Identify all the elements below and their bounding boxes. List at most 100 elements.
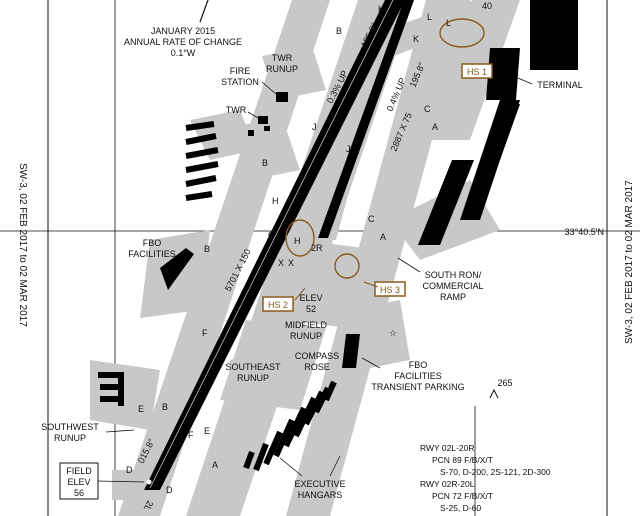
- runway-info-block: RWY 02L-20R PCN 89 F/B/X/T S-70, D-200, …: [420, 443, 551, 513]
- taxiway-label: B: [262, 158, 268, 168]
- southwest-runup-leader: [105, 429, 135, 433]
- elev-2r-label-2: 52: [306, 304, 316, 314]
- south-ron-leader: [397, 257, 421, 273]
- taxiway-label: E: [204, 426, 210, 436]
- magvar-arrow: [199, 0, 209, 23]
- fbo-left-label-2: FACILITIES: [128, 249, 176, 259]
- runway-info-line: PCN 89 F/B/X/T: [432, 455, 493, 465]
- exec-hangars-label-1: EXECUTIVE: [294, 479, 345, 489]
- hotspot-ring-1: [439, 18, 485, 48]
- southwest-runup-label-2: RUNUP: [54, 433, 86, 443]
- taxiway-label: F: [202, 328, 208, 338]
- taxiway-label: D: [126, 465, 133, 475]
- obstacle-symbol: [489, 388, 499, 399]
- runway-02r-20l: [318, 0, 414, 238]
- fbo-right-leader: [361, 357, 381, 369]
- elev-265-label: 265: [497, 378, 512, 388]
- taxiway-label: J: [346, 144, 351, 154]
- hotspot-label-1: HS 1: [467, 67, 487, 77]
- hotspot-leader-3: [363, 281, 379, 288]
- field-elev-line-1: FIELD: [66, 466, 92, 476]
- taxiway-label: K: [378, 4, 384, 14]
- runway-info-line: S-25, D-60: [440, 503, 481, 513]
- num-40-label: 40: [482, 1, 492, 11]
- hangars: [185, 121, 337, 472]
- taxiway-label: K: [413, 34, 419, 44]
- side-text-left: SW-3, 02 FEB 2017 to 02 MAR 2017: [17, 163, 28, 327]
- taxiway-label: H: [272, 196, 279, 206]
- hotspot-box-1: [461, 63, 493, 79]
- star-symbol: ☆: [389, 328, 397, 338]
- latitude-label: 33°40.5'N: [565, 227, 604, 237]
- fbo-left-label-1: FBO: [143, 238, 162, 248]
- taxiway-label: B: [204, 244, 210, 254]
- southwest-runup-label-1: SOUTHWEST: [41, 422, 99, 432]
- magvar-line-2: ANNUAL RATE OF CHANGE: [124, 37, 242, 47]
- runway-centerline: [149, 0, 394, 489]
- fire-station-label-2: STATION: [221, 77, 259, 87]
- taxiway-label: L: [446, 18, 451, 28]
- twr-label: TWR: [226, 105, 247, 115]
- magvar-line-3: 0.1°W: [171, 48, 196, 58]
- runway-02l-20r: [144, 0, 405, 490]
- taxiway-label: E: [138, 404, 144, 414]
- hotspot-box-3: [374, 281, 406, 297]
- exec-hangars-leader-2: [329, 455, 341, 477]
- runway-threshold-mark: [146, 479, 152, 485]
- midfield-runup-label-2: RUNUP: [290, 331, 322, 341]
- fbo-right-label-1: FBO: [409, 360, 428, 370]
- compass-rose-label-2: ROSE: [304, 362, 330, 372]
- midfield-runup-label-1: MIDFIELD: [285, 320, 328, 330]
- taxiway-label: D: [166, 485, 173, 495]
- twr-runup-label-2: RUNUP: [266, 64, 298, 74]
- runway-info-line: PCN 72 F/B/X/T: [432, 491, 493, 501]
- taxiway-label: A: [432, 122, 438, 132]
- fbo-right-label-3: TRANSIENT PARKING: [371, 382, 464, 392]
- southeast-runup-label-2: RUNUP: [237, 373, 269, 383]
- hotspot-box-2: [262, 296, 294, 312]
- taxiway-label: F: [188, 430, 194, 440]
- magvar-line-1: JANUARY 2015: [151, 26, 215, 36]
- taxiway-label: H: [294, 236, 301, 246]
- south-ron-label-2: COMMERCIAL: [422, 281, 483, 291]
- hotspot-leader-2: [294, 287, 306, 301]
- field-elev-line-3: 56: [74, 488, 84, 498]
- southeast-runup-label-1: SOUTHEAST: [225, 362, 281, 372]
- terminal-edge: [503, 59, 515, 101]
- field-elev-leader: [97, 480, 145, 483]
- taxiway-label: B: [162, 402, 168, 412]
- taxiway-labels: K B L K J C A B H H G A X X C F B E E A …: [126, 4, 451, 495]
- taxiway-label: G: [268, 230, 275, 240]
- hotspot-label-3: HS 3: [380, 285, 400, 295]
- taxiway-label: X: [288, 258, 294, 268]
- taxiway-label: C: [368, 214, 375, 224]
- exec-hangars-label-2: HANGARS: [298, 490, 343, 500]
- hotspot-ring-3: [334, 253, 360, 279]
- taxiway-label: C: [424, 104, 431, 114]
- taxiway-label: A: [380, 232, 386, 242]
- south-ron-label-1: SOUTH RON/: [425, 270, 482, 280]
- side-text-right: SW-3, 02 FEB 2017 to 02 MAR 2017: [624, 180, 635, 344]
- hotspot-label-2: HS 2: [268, 300, 288, 310]
- terminal-leader: [517, 77, 533, 85]
- fbo-right-label-2: FACILITIES: [394, 371, 442, 381]
- runway-info-line: RWY 02R-20L: [420, 479, 475, 489]
- runway-info-line: S-70, D-200, 2S-121, 2D-300: [440, 467, 551, 477]
- taxiway-label: A: [212, 460, 218, 470]
- exec-hangars-leader-1: [279, 457, 303, 477]
- runway-info-line: RWY 02L-20R: [420, 443, 475, 453]
- taxiway-label: L: [427, 12, 432, 22]
- taxiway-label: J: [312, 122, 317, 132]
- field-elev-line-2: ELEV: [67, 477, 90, 487]
- compass-rose-label-1: COMPASS: [295, 351, 339, 361]
- runway-main-end: 2L: [142, 499, 155, 512]
- elev-2r-label-1: ELEV: [299, 293, 322, 303]
- hotspot-ring-2: [285, 219, 315, 257]
- twr-runup-label-1: TWR: [272, 53, 293, 63]
- fire-station-leader: [261, 81, 277, 95]
- fire-station-label-1: FIRE: [230, 66, 251, 76]
- taxiway-label: B: [336, 26, 342, 36]
- runway-short-end: 2R: [311, 243, 323, 253]
